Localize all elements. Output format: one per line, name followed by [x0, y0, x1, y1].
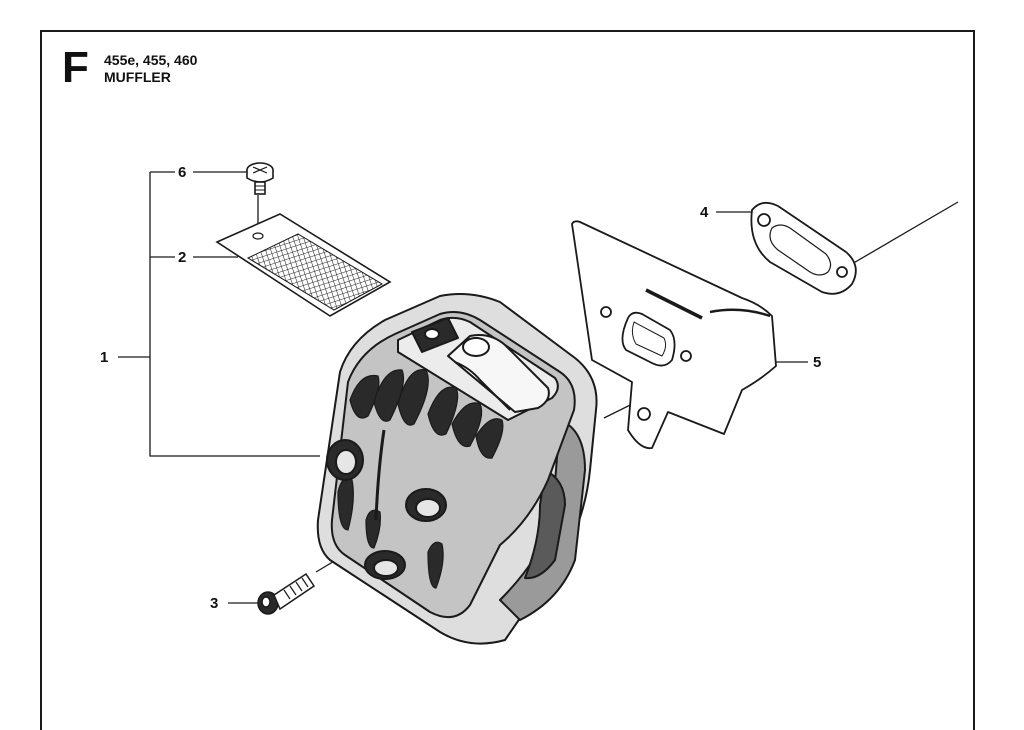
callout-6: 6 [178, 164, 186, 181]
screw-part-6 [246, 162, 274, 195]
bracket-part-5 [571, 220, 777, 450]
bolt-part-3 [257, 572, 316, 615]
gasket-part-4 [750, 201, 857, 295]
muffler-body-part-1 [316, 293, 598, 645]
callout-2: 2 [178, 249, 186, 266]
callout-4: 4 [700, 204, 709, 221]
callout-1: 1 [100, 349, 108, 366]
page-frame [40, 30, 975, 730]
spark-screen-part-2 [215, 213, 392, 317]
section-title: MUFFLER [104, 69, 171, 85]
model-numbers: 455e, 455, 460 [104, 52, 198, 68]
callout-5: 5 [813, 354, 821, 371]
section-letter: F [62, 43, 89, 92]
callout-3: 3 [210, 595, 218, 612]
